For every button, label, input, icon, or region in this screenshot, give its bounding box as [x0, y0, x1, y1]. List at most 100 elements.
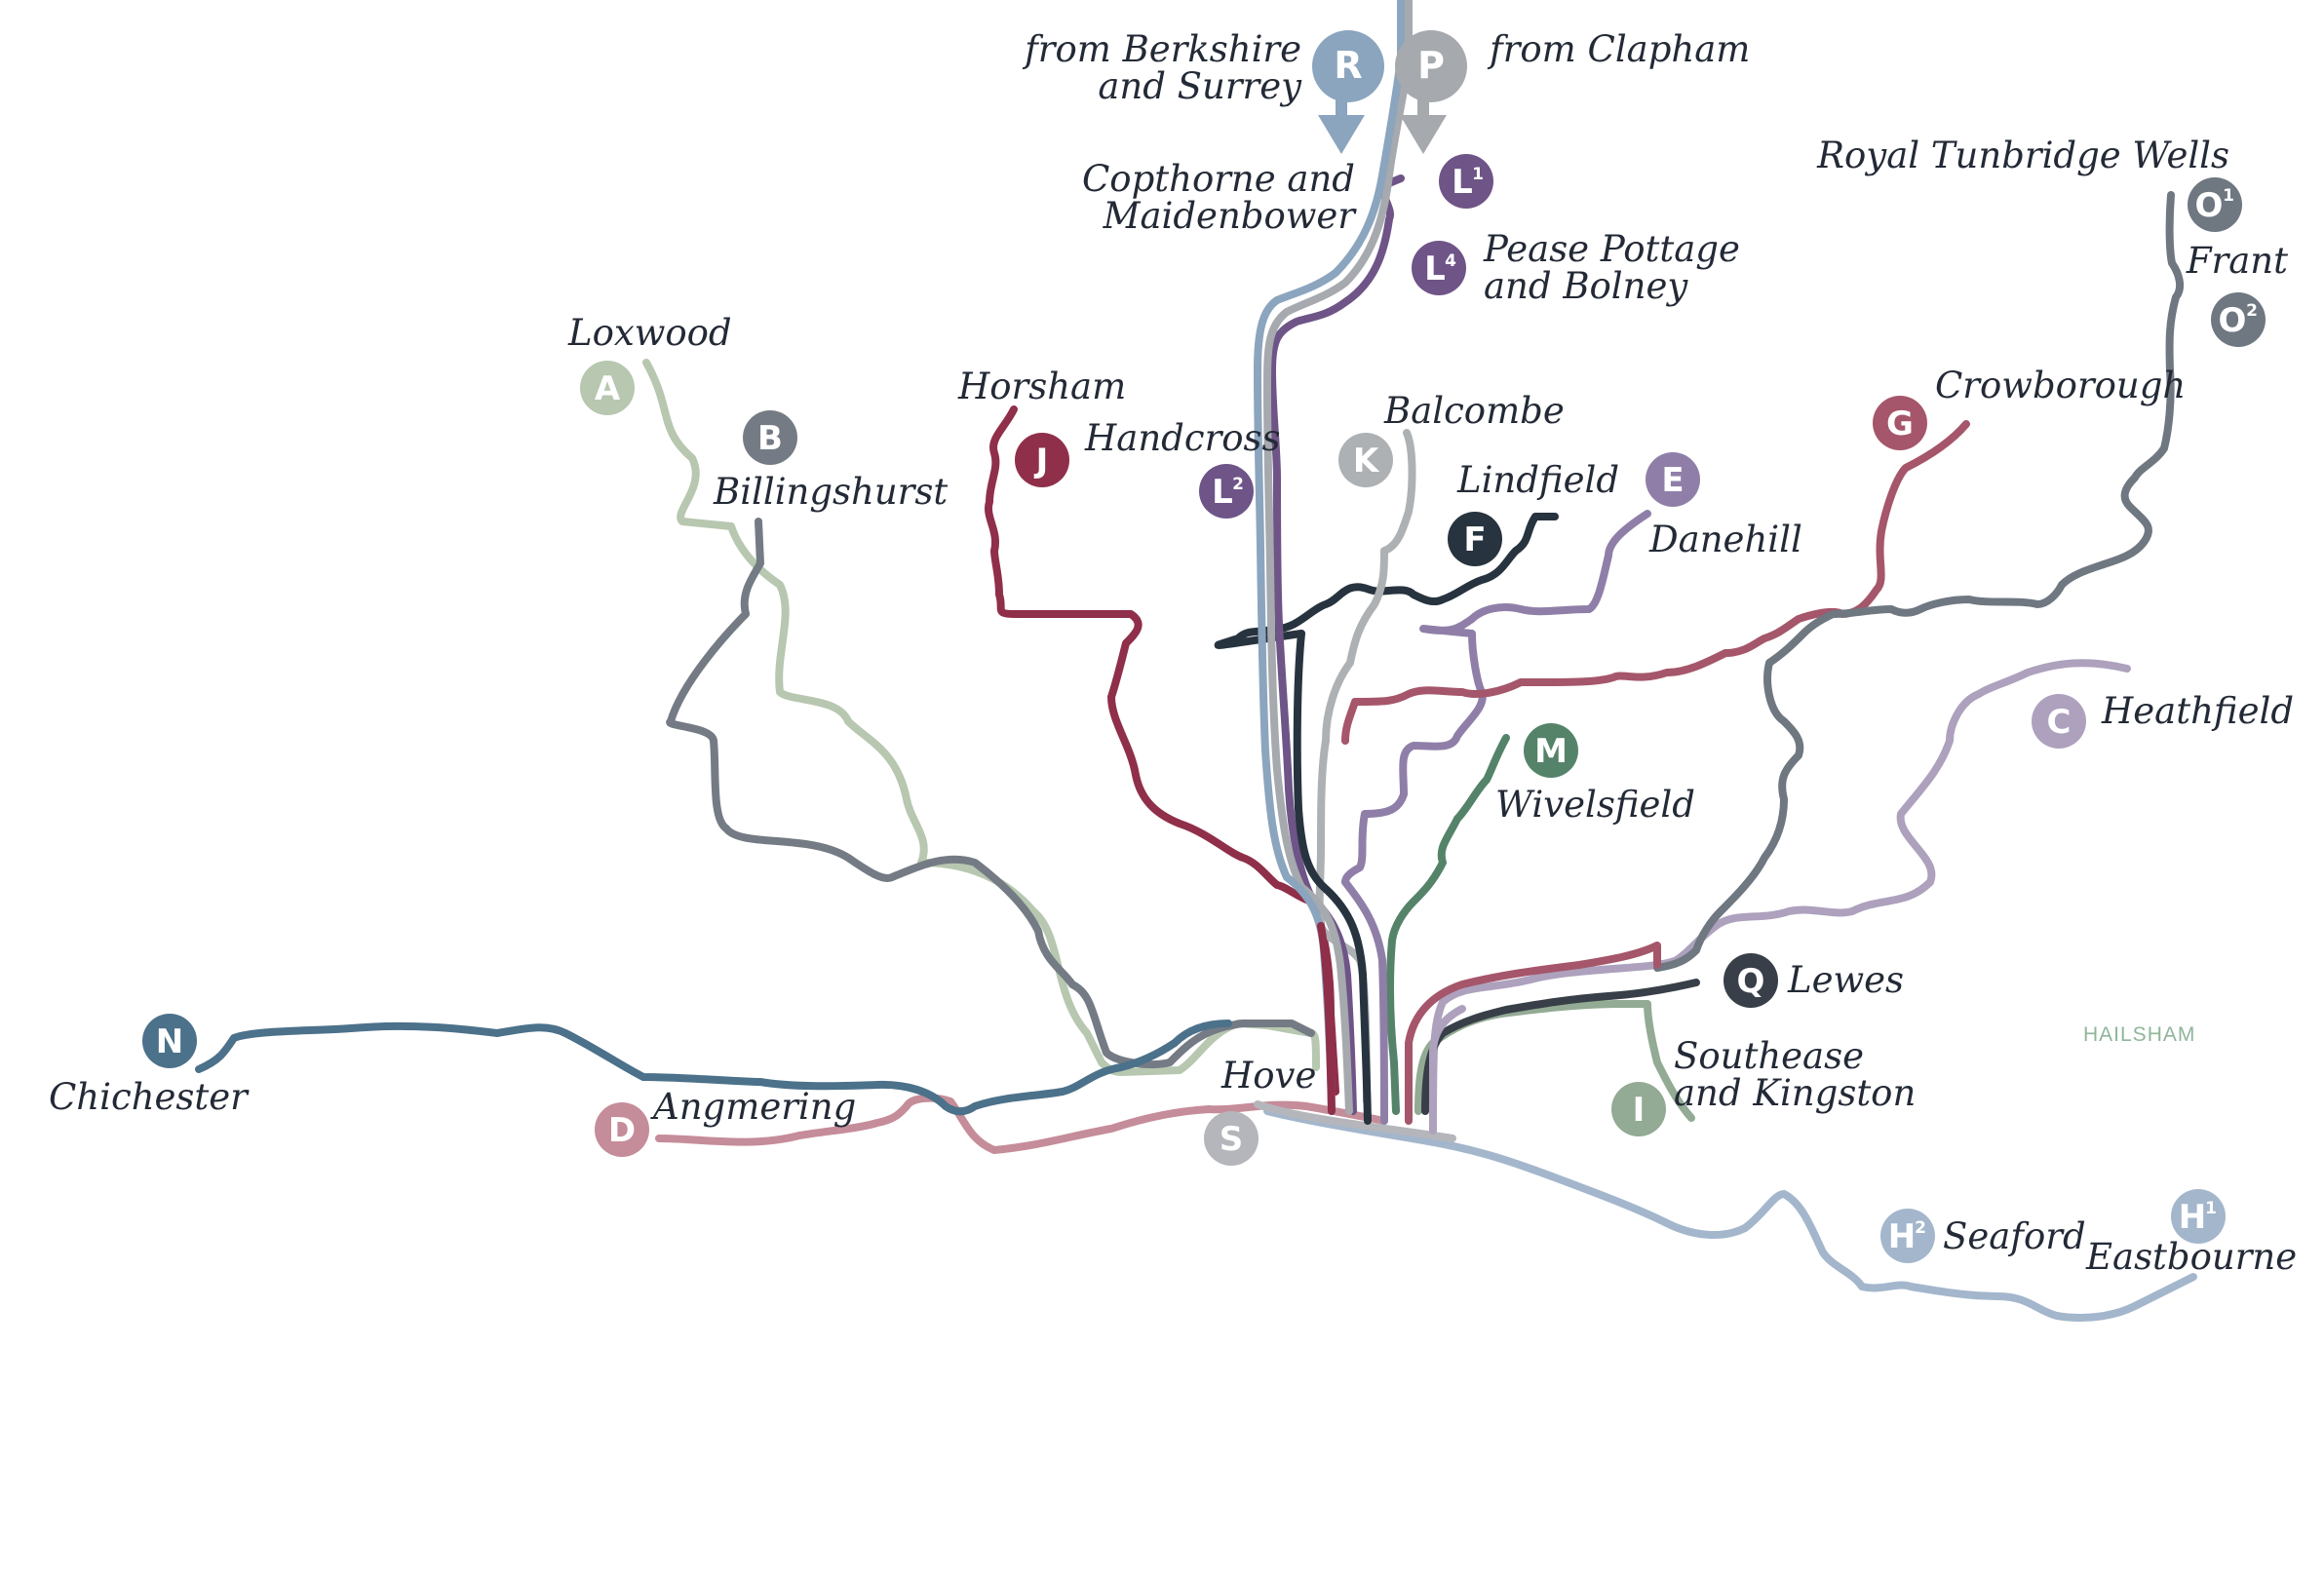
- badge-p[interactable]: P: [1395, 30, 1467, 102]
- badge-k[interactable]: K: [1338, 433, 1393, 487]
- badge-o2-letter: O: [2219, 301, 2247, 340]
- badge-b[interactable]: B: [743, 410, 797, 465]
- badge-l2[interactable]: L 2: [1199, 464, 1254, 519]
- label-angmering: Angmering: [650, 1086, 856, 1128]
- badge-o2-circle: [2211, 292, 2266, 347]
- badge-a-circle: [580, 361, 635, 415]
- route-r-line: [1254, 0, 1405, 1115]
- route-bundle-e: [1341, 878, 1388, 1125]
- badge-g-circle: [1873, 396, 1927, 450]
- route-g-line: [1341, 420, 1970, 745]
- label-copthorne-line2: Maidenbower: [1103, 195, 1358, 237]
- badge-o1[interactable]: O 1: [2188, 177, 2242, 232]
- label-danehill: Danehill: [1648, 519, 1802, 560]
- label-lewes: Lewes: [1787, 959, 1904, 1001]
- route-bundle-g: [1405, 942, 1661, 1125]
- badge-p-letter: P: [1417, 44, 1445, 87]
- badge-s-circle: [1204, 1111, 1259, 1166]
- badge-o2-sup: 2: [2246, 301, 2258, 321]
- label-from-clapham: from Clapham: [1487, 28, 1750, 70]
- route-bundle-f: [1293, 630, 1372, 1125]
- badge-g[interactable]: G: [1873, 396, 1927, 450]
- badge-c-letter: C: [2047, 703, 2072, 742]
- label-loxwood: Loxwood: [567, 312, 732, 354]
- badge-h1-circle: [2171, 1189, 2226, 1244]
- route-badges: R P L 1 L 4 L 2 O 1 O 2: [142, 30, 2266, 1263]
- label-billingshurst: Billingshurst: [713, 471, 948, 513]
- label-from-berkshire-line2: and Surrey: [1098, 65, 1302, 107]
- badge-j-circle: [1015, 433, 1069, 487]
- badge-m-letter: M: [1534, 732, 1568, 771]
- badge-n-circle: [142, 1014, 197, 1068]
- route-h-line: [1263, 1107, 2197, 1322]
- badge-j[interactable]: J: [1015, 433, 1069, 487]
- route-o-line: [1653, 191, 2185, 972]
- badge-e-letter: E: [1661, 461, 1684, 500]
- badge-r-letter: R: [1334, 44, 1362, 87]
- label-eastbourne: Eastbourne: [2085, 1236, 2297, 1278]
- label-pease-pottage-line1: Pease Pottage: [1483, 228, 1740, 270]
- label-lindfield: Lindfield: [1456, 459, 1619, 501]
- badge-b-circle: [743, 410, 797, 465]
- arrow-down-r-icon: [1318, 115, 1365, 154]
- route-k-line: [1315, 429, 1416, 1105]
- label-hailsham: HAILSHAM: [2083, 1023, 2195, 1046]
- label-crowborough: Crowborough: [1935, 365, 2186, 406]
- arrow-down-p-icon: [1400, 115, 1447, 154]
- badge-h2-circle: [1880, 1209, 1935, 1263]
- badge-p-circle: [1395, 30, 1467, 102]
- badge-i-letter: I: [1633, 1091, 1646, 1130]
- label-frant: Frant: [2186, 240, 2288, 282]
- badge-g-letter: G: [1886, 404, 1914, 443]
- label-handcross: Handcross: [1084, 417, 1281, 459]
- label-copthorne-line1: Copthorne and: [1082, 158, 1355, 200]
- badge-k-letter: K: [1353, 442, 1380, 481]
- badge-h1[interactable]: H 1: [2171, 1189, 2226, 1244]
- label-from-berkshire-line1: from Berkshire: [1022, 28, 1301, 70]
- badge-a[interactable]: A: [580, 361, 635, 415]
- label-royal-tunbridge-wells: Royal Tunbridge Wells: [1816, 135, 2229, 176]
- badge-q[interactable]: Q: [1724, 953, 1778, 1008]
- badge-n-letter: N: [156, 1022, 183, 1061]
- badge-s[interactable]: S: [1204, 1111, 1259, 1166]
- route-lines: [195, 0, 2197, 1322]
- badge-l4[interactable]: L 4: [1412, 241, 1466, 295]
- badge-n[interactable]: N: [142, 1014, 197, 1068]
- badge-q-circle: [1724, 953, 1778, 1008]
- badge-l1[interactable]: L 1: [1439, 154, 1493, 209]
- badge-d-letter: D: [608, 1111, 636, 1150]
- badge-m[interactable]: M: [1524, 723, 1578, 778]
- badge-e-circle: [1646, 452, 1700, 507]
- direction-arrows: [1318, 90, 1447, 154]
- badge-d[interactable]: D: [595, 1102, 649, 1157]
- label-pease-pottage-line2: and Bolney: [1484, 265, 1688, 307]
- badge-c[interactable]: C: [2032, 694, 2086, 749]
- badge-b-letter: B: [757, 419, 783, 458]
- badge-m-circle: [1524, 723, 1578, 778]
- badge-f-letter: F: [1463, 520, 1486, 559]
- route-b-line: [666, 518, 1315, 1068]
- badge-i[interactable]: I: [1611, 1082, 1666, 1136]
- badge-r-circle: [1312, 30, 1384, 102]
- place-labels: from Berkshire and Surrey from Clapham C…: [49, 28, 2297, 1278]
- badge-q-letter: Q: [1737, 962, 1765, 1001]
- route-bundle-c: [1429, 1005, 1466, 1135]
- badge-o2[interactable]: O 2: [2211, 292, 2266, 347]
- route-p-line: [1263, 0, 1413, 1115]
- badge-h1-sup: 1: [2205, 1199, 2217, 1218]
- badge-h2-sup: 2: [1915, 1218, 1926, 1238]
- badge-r[interactable]: R: [1312, 30, 1384, 102]
- badge-o1-circle: [2188, 177, 2242, 232]
- badge-l1-letter: L: [1452, 163, 1473, 202]
- badge-k-circle: [1338, 433, 1393, 487]
- badge-e[interactable]: E: [1646, 452, 1700, 507]
- badge-h2[interactable]: H 2: [1880, 1209, 1935, 1263]
- label-hove: Hove: [1220, 1055, 1316, 1097]
- badge-l2-letter: L: [1212, 473, 1233, 512]
- badge-o1-sup: 1: [2223, 186, 2234, 206]
- label-seaford: Seaford: [1943, 1215, 2086, 1257]
- route-a-line: [642, 359, 1320, 1076]
- badge-f[interactable]: F: [1448, 512, 1502, 566]
